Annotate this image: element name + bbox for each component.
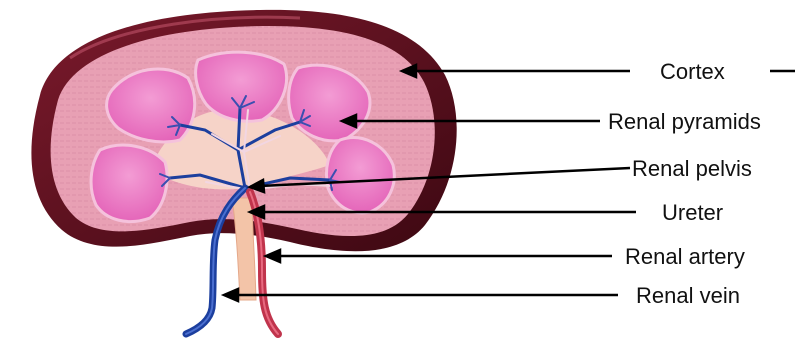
label-renal-artery: Renal artery <box>625 244 745 269</box>
label-renal-vein: Renal vein <box>636 283 740 308</box>
label-cortex: Cortex <box>660 59 725 84</box>
pyramid <box>91 145 167 221</box>
pyramid <box>327 138 395 213</box>
label-ureter: Ureter <box>662 200 723 225</box>
label-renal-pyramids: Renal pyramids <box>608 109 761 134</box>
label-renal-pelvis: Renal pelvis <box>632 156 752 181</box>
